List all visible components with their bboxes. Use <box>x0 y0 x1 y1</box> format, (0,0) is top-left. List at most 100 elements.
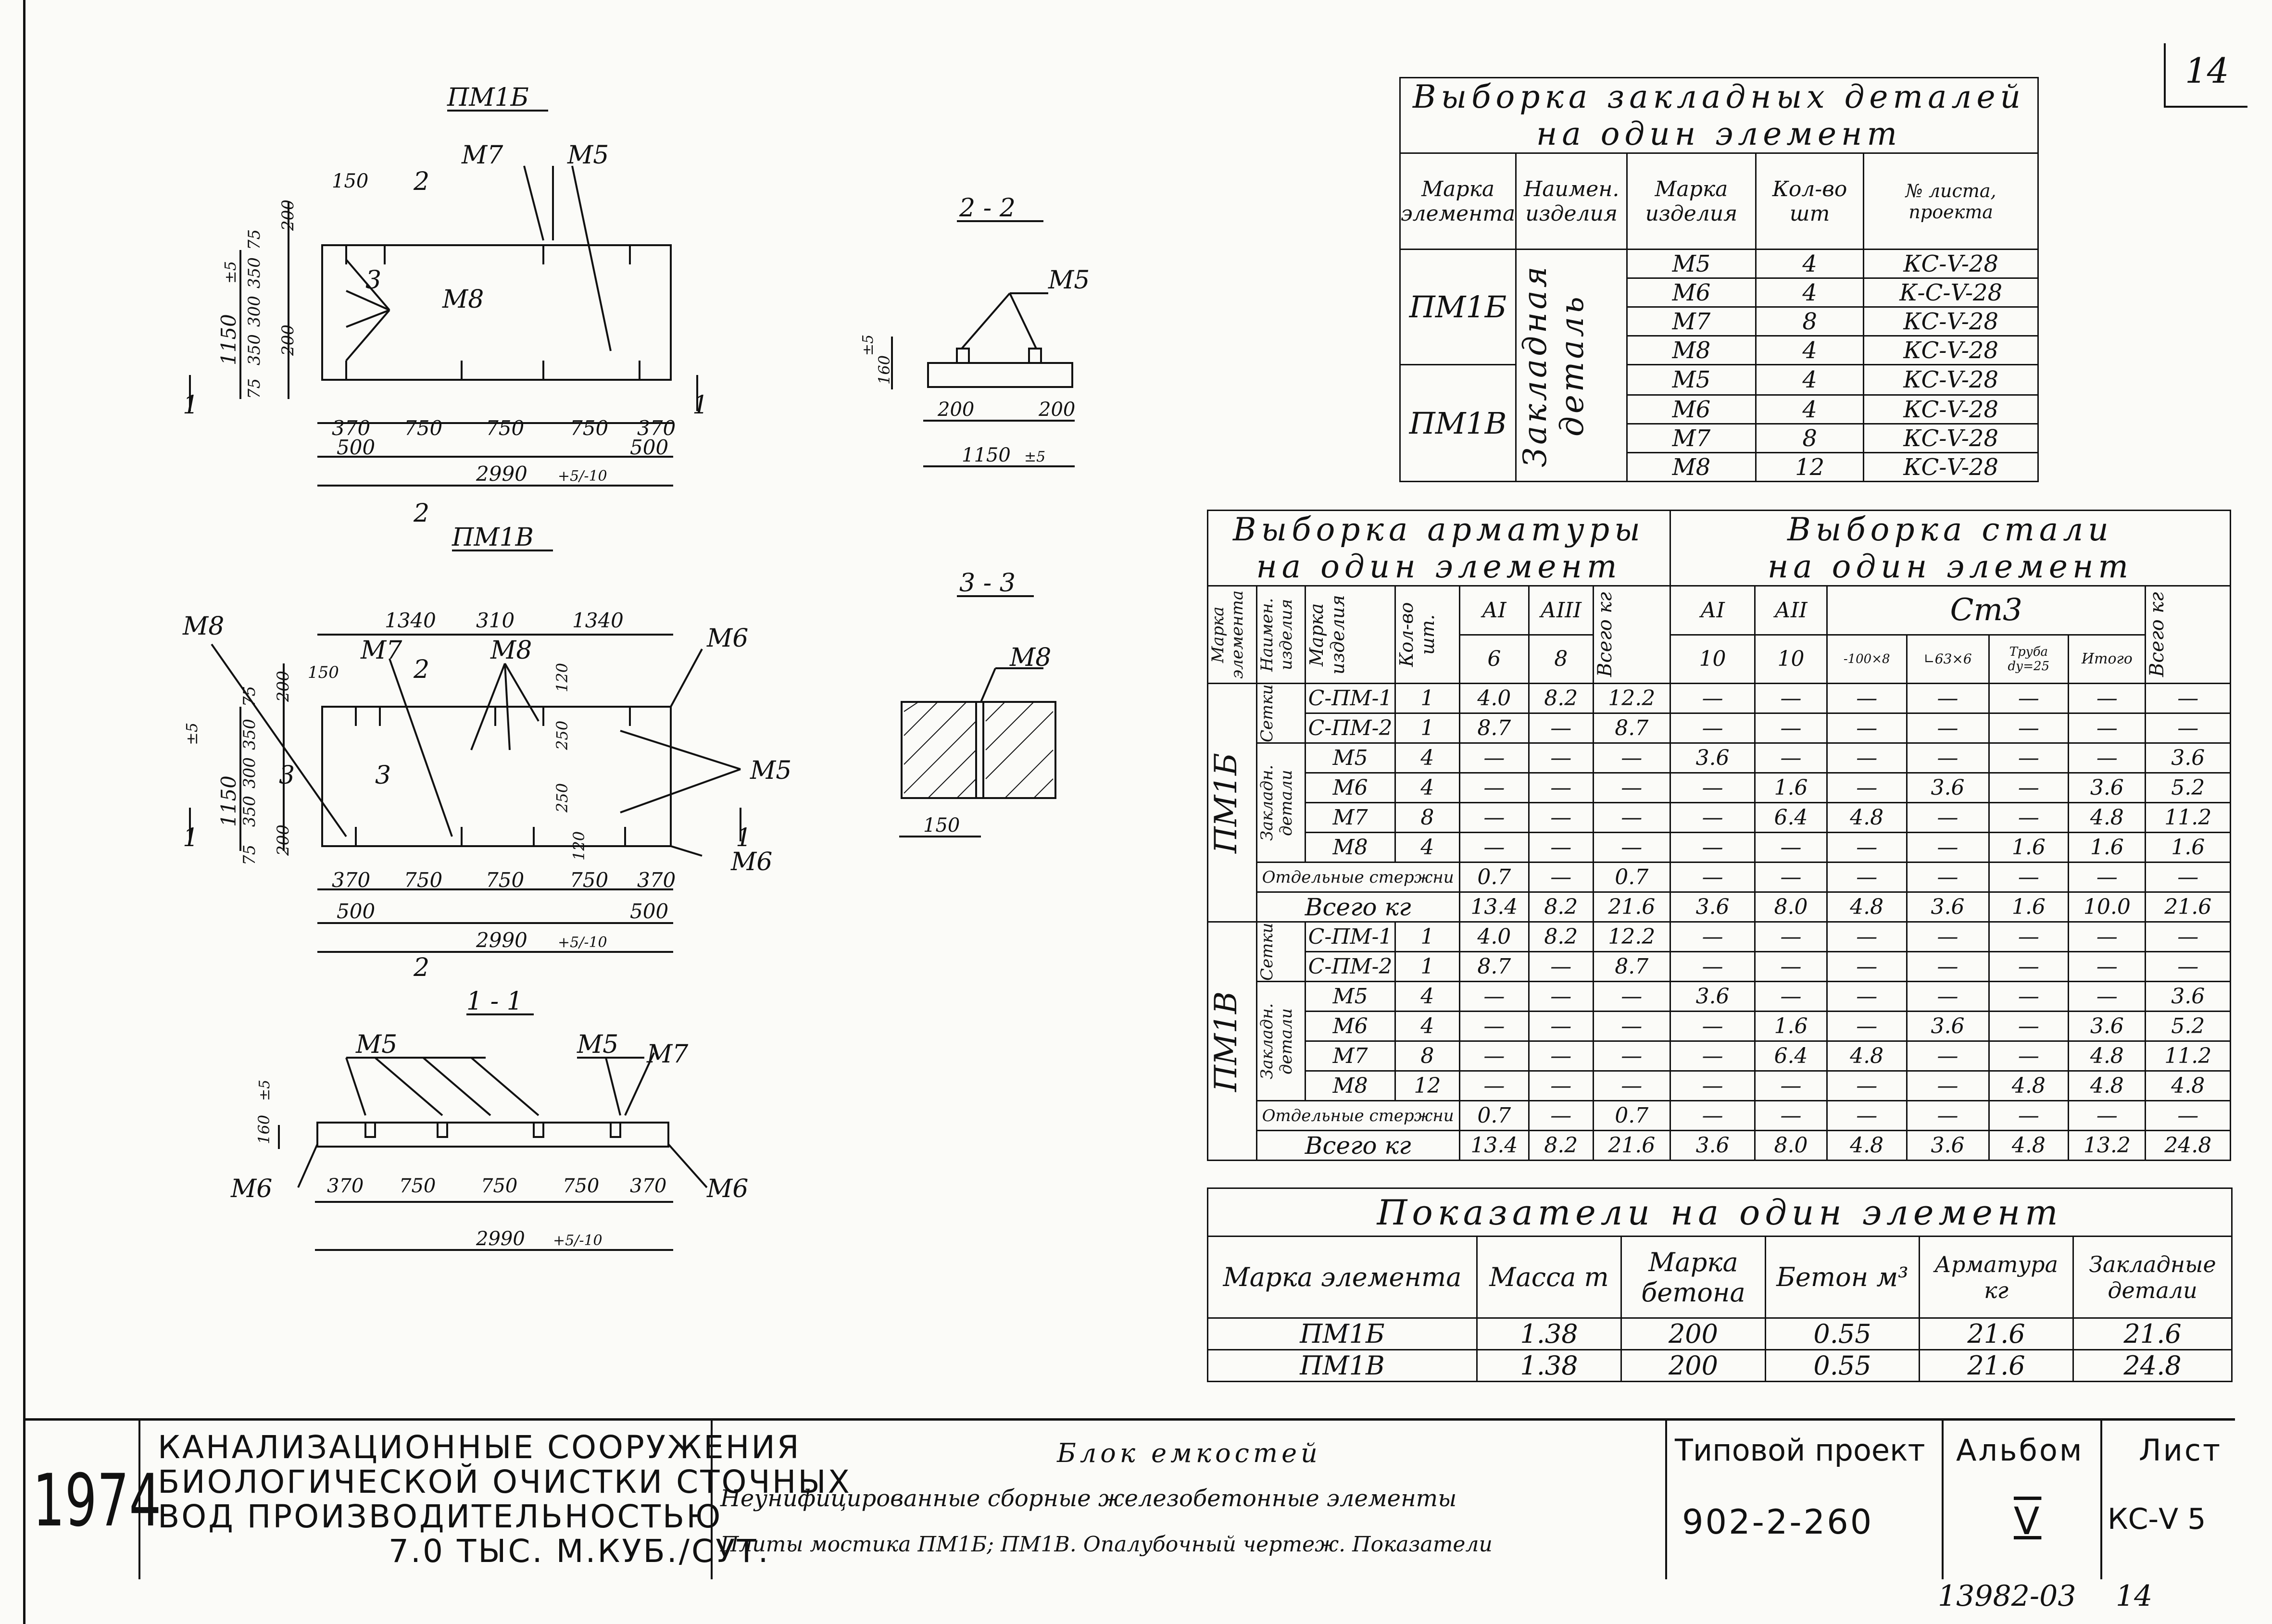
pm1v-dim-h-4: 750 <box>570 868 608 892</box>
sec11-title: 1 - 1 <box>466 987 523 1016</box>
ind-h-mass: Масса т <box>1476 1236 1622 1319</box>
rebar-cell: — <box>1528 862 1594 893</box>
embedded-cell: КС-V-28 <box>1863 306 2039 337</box>
pm1v-dim-h2-1: 500 <box>337 899 375 923</box>
rebar-cell: 3.6 <box>2145 981 2231 1012</box>
pm1v-dim-h-3: 750 <box>486 868 524 892</box>
rebar-cell: 4 <box>1394 772 1460 803</box>
embedded-title-1: Выборка закладных деталей <box>1412 78 2026 116</box>
rebar-cell: — <box>1906 1040 1990 1072</box>
pm1v-mark-m8b: М8 <box>490 636 532 665</box>
embedded-cell: М5 <box>1626 364 1757 396</box>
pm1b-total-h: 1150 <box>217 314 240 365</box>
embedded-title: Выборка закладных деталей на один элемен… <box>1399 77 2039 154</box>
pm1b-plan-outline <box>321 244 672 381</box>
pm1b-dim-h2-1: 500 <box>337 436 375 459</box>
rebar-cell: 1 <box>1394 951 1460 982</box>
pm1v-dim-top-1: 1340 <box>385 609 436 632</box>
rebar-cell: С-ПМ-1 <box>1305 921 1396 952</box>
ind-h-embedded: Закладные детали <box>2072 1236 2233 1319</box>
rebar-cell: — <box>2068 951 2146 982</box>
rebar-cell: — <box>1826 951 1908 982</box>
rebar-cell: — <box>1458 772 1530 803</box>
rebar-cell: — <box>1669 683 1756 714</box>
pm1v-mark-m7: М7 <box>360 636 402 665</box>
pm1b-dim-h2-2: 500 <box>630 436 668 459</box>
rebar-cell: 4 <box>1394 742 1460 774</box>
pm1b-title: ПМ1Б <box>447 83 529 112</box>
rebar-cell: 5.2 <box>2145 1011 2231 1042</box>
rebar-cell: — <box>2068 921 2146 952</box>
pm1b-section-1: 1 <box>183 391 199 420</box>
stamp-sheet-label: Лист <box>2139 1433 2222 1468</box>
rebar-sub-6: 6 <box>1458 634 1530 684</box>
rebar-cell: 3.6 <box>1669 981 1756 1012</box>
pm1v-mark-m6a: М6 <box>706 624 748 653</box>
rebar-cell: 5.2 <box>2145 772 2231 803</box>
rebar-cell: — <box>1826 1011 1908 1042</box>
rebar-cell: — <box>1669 712 1756 744</box>
rebar-cell: 3.6 <box>1906 772 1990 803</box>
stamp-project-line-2: БИОЛОГИЧЕСКОЙ ОЧИСТКИ СТОЧНЫХ <box>158 1463 852 1500</box>
rebar-cell: 1.6 <box>1988 832 2070 863</box>
footer-page: 14 <box>2116 1579 2153 1613</box>
embedded-cell: 12 <box>1755 452 1865 482</box>
stamp-desc-1: Блок емкостей <box>1057 1438 1321 1468</box>
ind-cell: 1.38 <box>1476 1349 1622 1382</box>
rebar-cell: — <box>1826 742 1908 774</box>
pm1v-dim-v-7: 200 <box>274 824 293 856</box>
ind-cell: 21.6 <box>1919 1317 2074 1350</box>
rebar-cell: — <box>1906 1070 1990 1101</box>
rebar-cell: 4.8 <box>2145 1070 2231 1101</box>
pm1v-tol-h: ±5 <box>183 723 201 745</box>
rebar-h-mark: Марка элемента <box>1207 585 1257 684</box>
rebar-cell: 10.0 <box>2068 891 2146 923</box>
rebar-sub-pipe: Труба dу=25 <box>1988 634 2070 684</box>
embedded-cell: М8 <box>1626 452 1757 482</box>
embedded-cell: КС-V-28 <box>1863 335 2039 365</box>
rebar-cell: 3.6 <box>1906 1011 1990 1042</box>
sec22-dim-2: 200 <box>1038 399 1075 421</box>
rebar-cell: — <box>1826 862 1908 893</box>
rebar-cell: — <box>1826 683 1908 714</box>
pm1v-dim-v-6: 75 <box>240 845 259 865</box>
pm1v-dim-small-5: 120 <box>570 831 588 861</box>
sec11-dim-2: 750 <box>399 1175 436 1197</box>
pm1v-dim-small-1: 150 <box>308 663 339 682</box>
rebar-cell: 3.6 <box>1906 1130 1990 1161</box>
sec22-tol: ±5 <box>860 335 877 356</box>
embedded-cell: КС-V-28 <box>1863 423 2039 453</box>
rebar-cell: 4.8 <box>2068 802 2146 833</box>
rebar-cell: — <box>1988 802 2070 833</box>
rebar-label-zakl: Закладн. детали <box>1255 981 1306 1101</box>
rebar-cell: С-ПМ-1 <box>1305 683 1396 714</box>
pm1v-dim-top-2: 310 <box>476 609 515 632</box>
rebar-cell: — <box>1669 1011 1756 1042</box>
rebar-cell: — <box>1826 772 1908 803</box>
rebar-cell: — <box>1826 1070 1908 1101</box>
sec11-tol-w: +5/-10 <box>553 1232 603 1249</box>
rebar-h-total2: Всего кг <box>2145 585 2231 684</box>
embedded-h-mark: Марка элемента <box>1399 152 1517 250</box>
pm1b-section-1b: 1 <box>692 391 708 420</box>
rebar-sub-itogo: Итого <box>2068 634 2146 684</box>
rebar-cell: — <box>1592 802 1671 833</box>
rebar-cell: — <box>1754 862 1828 893</box>
stamp-divider-3 <box>1665 1421 1667 1579</box>
pm1b-mark-m7: М7 <box>461 141 503 170</box>
embedded-cell: КС-V-28 <box>1863 364 2039 396</box>
rebar-h-st3: Ст3 <box>1826 585 2146 636</box>
ind-cell: ПМ1Б <box>1207 1317 1478 1350</box>
rebar-cell: — <box>1669 772 1756 803</box>
embedded-cell: 4 <box>1755 249 1865 279</box>
rebar-cell: — <box>1592 1070 1671 1101</box>
rebar-cell: 4.0 <box>1458 683 1530 714</box>
embedded-cell: 4 <box>1755 394 1865 425</box>
embedded-name-merged: Закладная деталь <box>1515 249 1628 482</box>
rebar-h-a1: АI <box>1458 585 1530 636</box>
rebar-cell: — <box>1528 832 1594 863</box>
rebar-cell: 3.6 <box>2068 772 2146 803</box>
stamp-year: 1974 <box>33 1459 162 1543</box>
rebar-cell: — <box>2145 1100 2231 1131</box>
rebar-cell: С-ПМ-2 <box>1305 712 1396 744</box>
